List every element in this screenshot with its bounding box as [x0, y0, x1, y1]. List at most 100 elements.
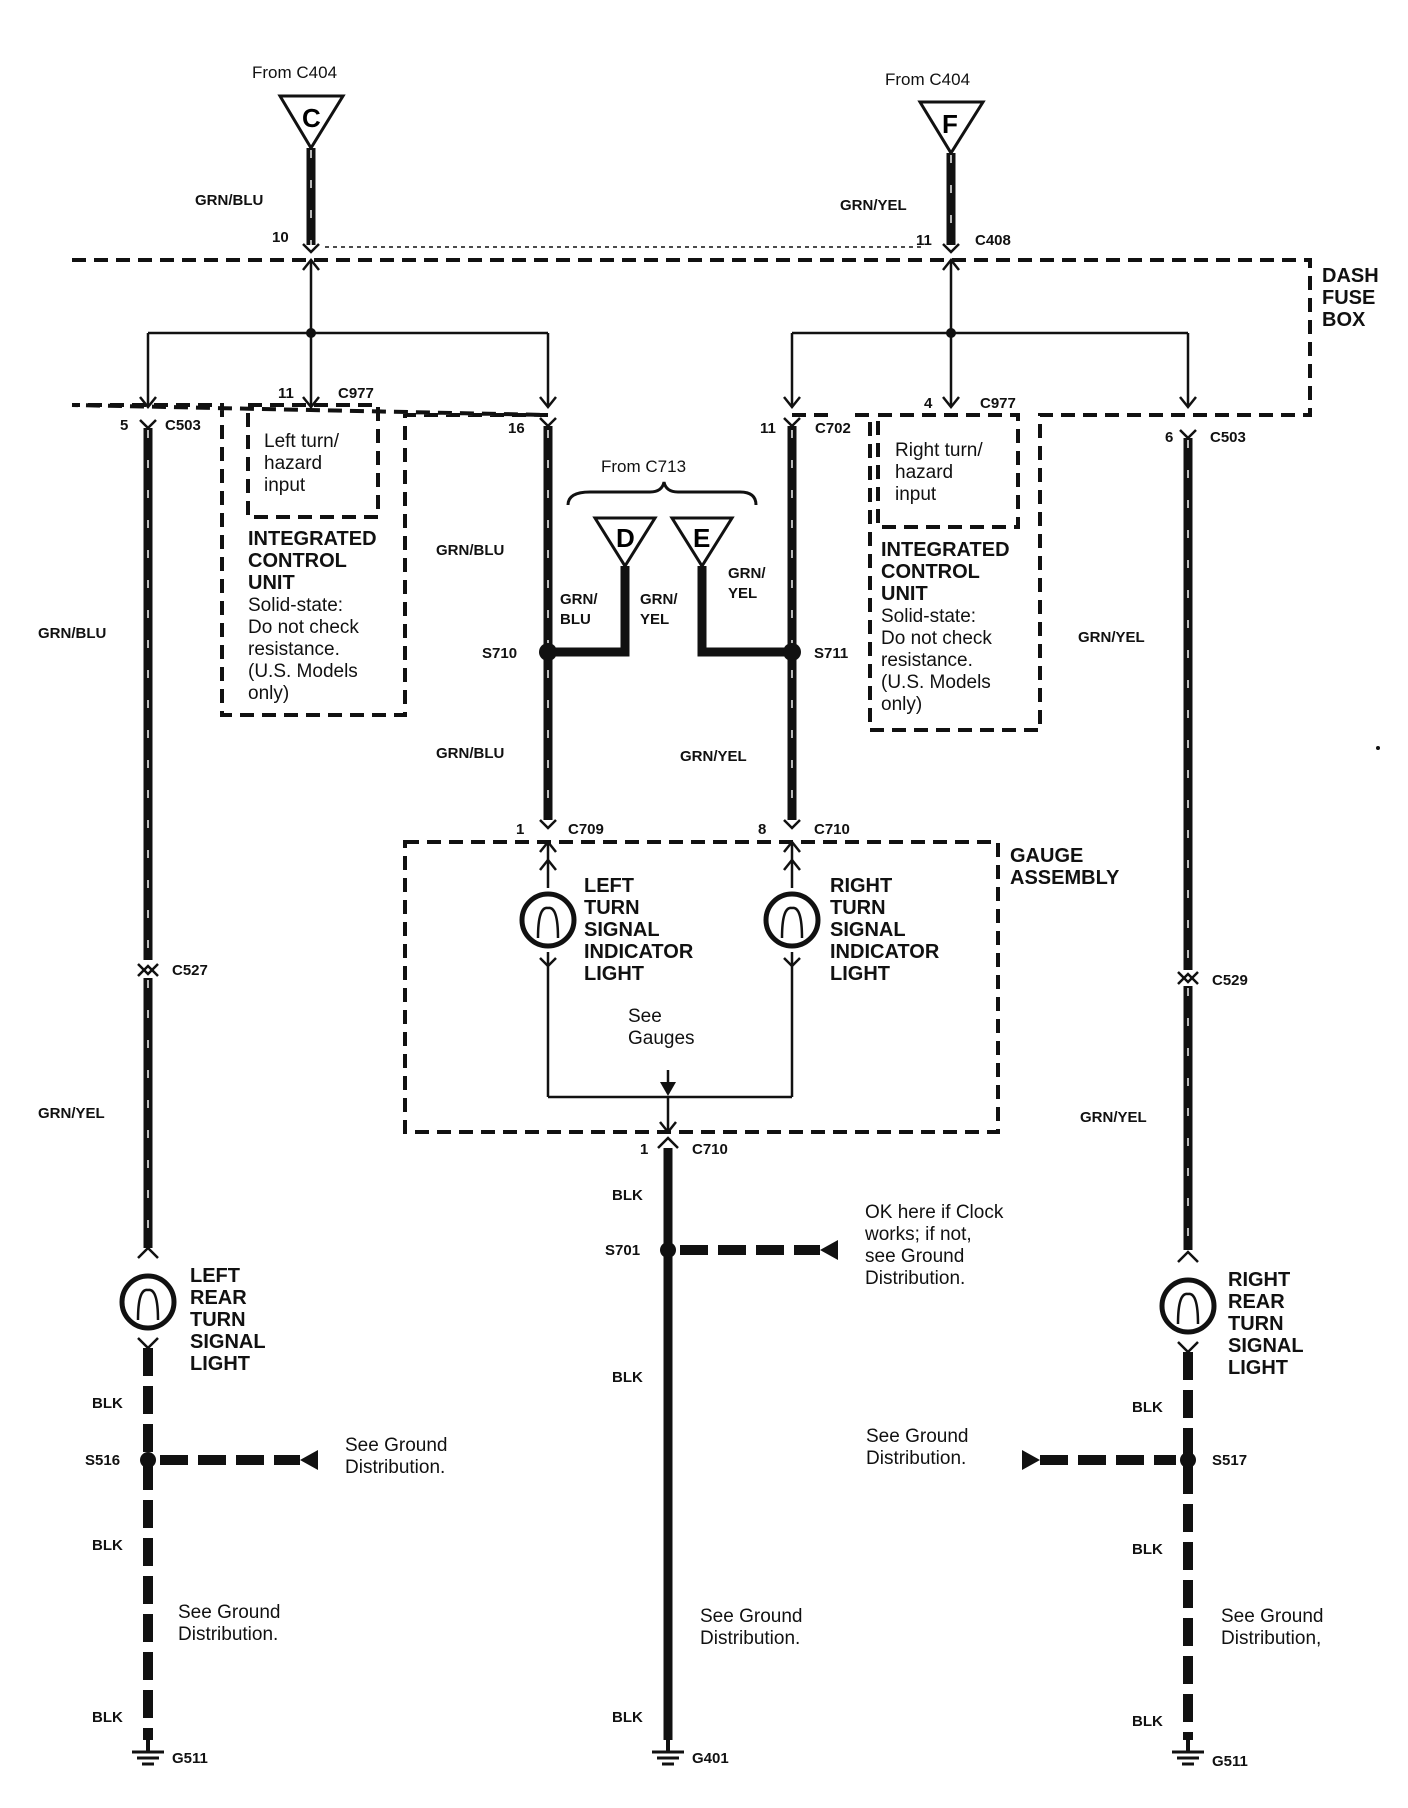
wire-label-blk-right-3: BLK	[1132, 1713, 1163, 1730]
see-ground-517-2: Distribution.	[866, 1448, 966, 1469]
icu-right-note-4: (U.S. Models	[881, 672, 991, 693]
splice-s516	[140, 1452, 156, 1468]
icu-left-note-2: Do not check	[248, 617, 359, 638]
wire-label-grn-yel-top: GRN/YEL	[840, 197, 907, 214]
icu-left-note-3: resistance.	[248, 639, 340, 660]
pin-5: 5	[120, 417, 128, 434]
wire-label-blu-d: BLU	[560, 611, 591, 628]
left-indicator-label-3: SIGNAL	[584, 919, 660, 941]
connector-c702-label: C702	[815, 420, 851, 437]
ground-symbol-center	[652, 1740, 684, 1766]
right-rear-label-3: TURN	[1228, 1313, 1284, 1335]
scan-dot	[1376, 746, 1380, 750]
wire-label-grn-blu-center-1: GRN/BLU	[436, 542, 504, 559]
wire-label-yel-mid: YEL	[640, 611, 669, 628]
connector-c527-mark	[137, 964, 159, 977]
icu-right-note-2: Do not check	[881, 628, 992, 649]
wire-label-grn-yel-center: GRN/YEL	[680, 748, 747, 765]
icu-right-note-5: only)	[881, 694, 922, 715]
icu-left-input-2: hazard	[264, 453, 322, 474]
ground-symbol-right	[1172, 1740, 1204, 1766]
wire-label-yel-e: YEL	[728, 585, 757, 602]
splice-s710-label: S710	[482, 645, 517, 662]
icu-left-note-4: (U.S. Models	[248, 661, 358, 682]
splice-s517-label: S517	[1212, 1452, 1247, 1469]
icu-right-title-2: CONTROL	[881, 561, 980, 583]
see-ground-right-2: Distribution,	[1221, 1628, 1321, 1649]
clock-note-4: Distribution.	[865, 1268, 965, 1289]
connector-c529-mark	[1177, 972, 1199, 985]
pin-1-c709: 1	[516, 821, 524, 838]
icu-left-title-3: UNIT	[248, 572, 295, 594]
connector-c-letter: C	[302, 103, 321, 133]
splice-s516-label: S516	[85, 1452, 120, 1469]
icu-right-note-3: resistance.	[881, 650, 973, 671]
see-ground-mid-1: See Ground	[700, 1606, 802, 1627]
connector-c408-label: C408	[975, 232, 1011, 249]
connector-c709-label: C709	[568, 821, 604, 838]
dash-fuse-box-outline	[71, 258, 1312, 732]
wire-label-grn-blu-center-2: GRN/BLU	[436, 745, 504, 762]
from-c404-left-label: From C404	[252, 63, 337, 82]
wire-label-grn-slash-e: GRN/	[728, 565, 766, 582]
see-ground-516-1: See Ground	[345, 1435, 447, 1456]
wire-label-grn-yel-left: GRN/YEL	[38, 1105, 105, 1122]
wire-grn-blu-d	[556, 566, 630, 657]
see-ground-right-1: See Ground	[1221, 1606, 1323, 1627]
left-indicator-label-5: LIGHT	[584, 963, 644, 985]
wire-label-blk-left-3: BLK	[92, 1709, 123, 1726]
left-indicator-bulb-icon	[519, 891, 577, 949]
gauge-assembly-label-1: GAUGE	[1010, 845, 1083, 867]
pin-11-c977: 11	[278, 385, 294, 402]
left-rear-label-5: LIGHT	[190, 1353, 250, 1375]
icu-left-title-2: CONTROL	[248, 550, 347, 572]
connector-c529-label: C529	[1212, 972, 1248, 989]
wire-label-blk-right-2: BLK	[1132, 1541, 1163, 1558]
right-rear-label-1: RIGHT	[1228, 1269, 1290, 1291]
icu-left-title-1: INTEGRATED	[248, 528, 377, 550]
wire-label-grn-yel-right-2: GRN/YEL	[1080, 1109, 1147, 1126]
pin-1-c710: 1	[640, 1141, 648, 1158]
gauge-assembly-box	[403, 840, 1000, 1134]
connector-e-triangle	[669, 516, 735, 569]
ground-g511-left: G511	[172, 1750, 208, 1767]
ground-g401: G401	[692, 1750, 729, 1767]
left-indicator-label-1: LEFT	[584, 875, 634, 897]
wire-label-blk-left-1: BLK	[92, 1395, 123, 1412]
ground-g511-right: G511	[1212, 1753, 1248, 1770]
ground-symbol-left	[132, 1740, 164, 1766]
icu-right-input-box	[876, 413, 1020, 529]
splice-s711-label: S711	[814, 645, 848, 662]
right-indicator-label-3: SIGNAL	[830, 919, 906, 941]
pin-16: 16	[508, 420, 525, 437]
left-rear-label-2: REAR	[190, 1287, 247, 1309]
wire-label-blk-left-2: BLK	[92, 1537, 123, 1554]
connector-c527-label: C527	[172, 962, 208, 979]
pin-6: 6	[1165, 429, 1173, 446]
wire-label-blk-center-1: BLK	[612, 1187, 643, 1204]
left-rear-bulb-icon	[119, 1273, 177, 1331]
dash-fuse-box-label-3: BOX	[1322, 309, 1366, 331]
right-rear-bulb-icon	[1159, 1277, 1217, 1335]
pin-11-c408: 11	[916, 232, 932, 249]
left-indicator-label-4: INDICATOR	[584, 941, 694, 963]
clock-note-3: see Ground	[865, 1246, 964, 1267]
splice-s701-label: S701	[605, 1242, 640, 1259]
left-rear-label-3: TURN	[190, 1309, 246, 1331]
icu-right-title-3: UNIT	[881, 583, 928, 605]
icu-left-input-3: input	[264, 475, 306, 496]
dash-fuse-box-label-2: FUSE	[1322, 287, 1375, 309]
connector-d-letter: D	[616, 523, 635, 553]
wire-label-grn-slash-d: GRN/	[560, 591, 598, 608]
from-c713-bracket	[566, 481, 758, 506]
wire-label-grn-yel-right-1: GRN/YEL	[1078, 629, 1145, 646]
clock-note-2: works; if not,	[864, 1224, 972, 1245]
see-ground-mid-2: Distribution.	[700, 1628, 800, 1649]
from-c404-right-label: From C404	[885, 70, 970, 89]
right-rear-label-4: SIGNAL	[1228, 1335, 1304, 1357]
see-ground-left-2: Distribution.	[178, 1624, 278, 1645]
connector-c-triangle	[277, 94, 346, 151]
pin-8: 8	[758, 821, 766, 838]
wire-label-blk-right-1: BLK	[1132, 1399, 1163, 1416]
